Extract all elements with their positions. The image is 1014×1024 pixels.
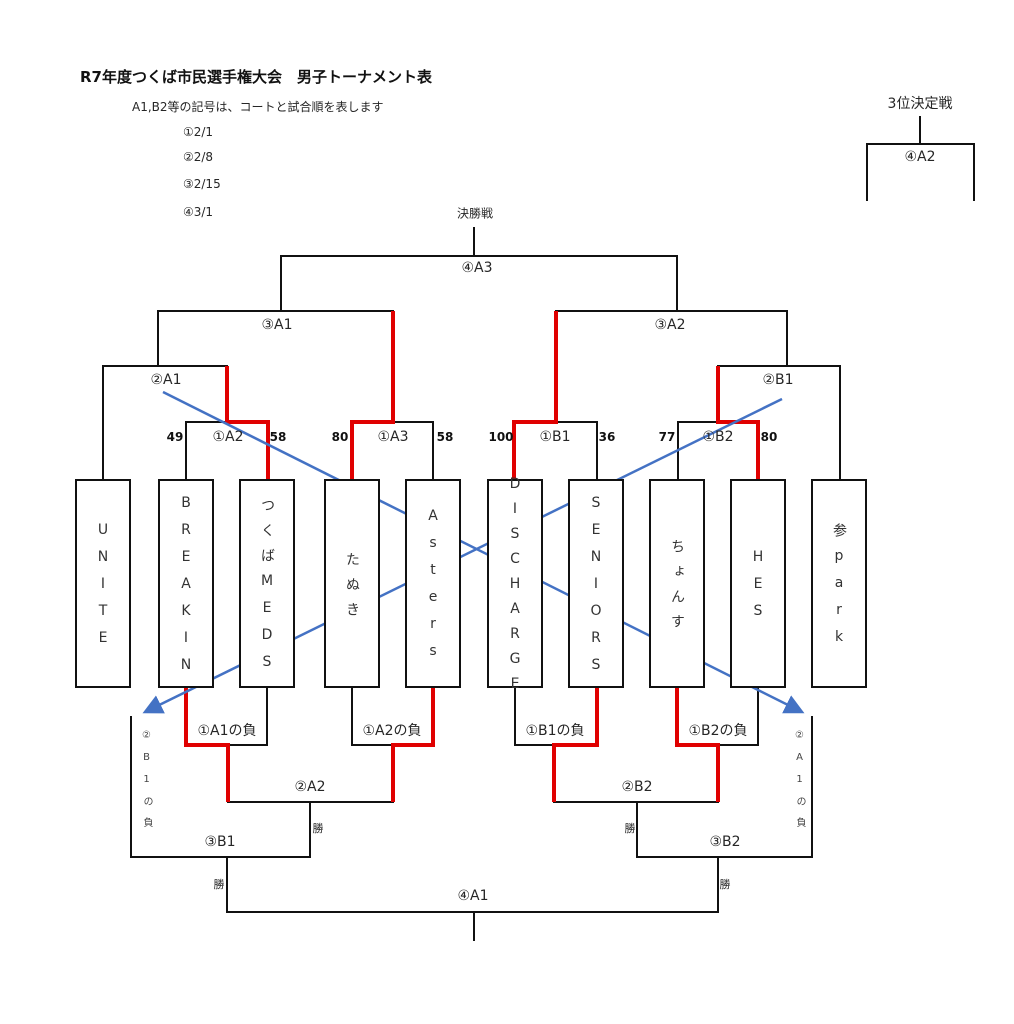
team-box: BREAKIN bbox=[158, 479, 214, 688]
third-place-heading: 3位決定戦 bbox=[887, 96, 953, 112]
schedule-round-4: ④3/1 bbox=[183, 205, 214, 219]
final-match-label: ④A3 bbox=[461, 260, 493, 276]
score: 80 bbox=[760, 430, 778, 444]
consolation-second-round-label: ②A2 bbox=[294, 779, 326, 795]
side-entry-text: ②B1の負 bbox=[141, 730, 152, 838]
second-round-label: ②A1 bbox=[150, 372, 182, 388]
first-round-label: ①B1 bbox=[539, 429, 571, 445]
winner-path-line bbox=[391, 688, 435, 802]
side-entry-label: ②B1の負 bbox=[139, 719, 154, 842]
winner-path-line bbox=[716, 366, 760, 480]
team-box: 参park bbox=[811, 479, 867, 688]
match-code-note: A1,B2等の記号は、コートと試合順を表します bbox=[132, 100, 384, 114]
third-place-match-label: ④A2 bbox=[904, 149, 936, 165]
team-name: BREAKIN bbox=[178, 494, 194, 684]
loser-label: ①A2の負 bbox=[362, 723, 422, 739]
winner-path-line bbox=[184, 688, 230, 802]
team-name: Asters bbox=[425, 508, 441, 670]
team-name: ちょんす bbox=[669, 539, 685, 639]
team-name: つくばMEDS bbox=[259, 497, 275, 681]
team-box: Asters bbox=[405, 479, 461, 688]
winner-path-line bbox=[225, 366, 270, 480]
score: 100 bbox=[488, 430, 514, 444]
final-heading: 決勝戦 bbox=[456, 206, 494, 221]
score: 36 bbox=[598, 430, 616, 444]
side-entry-text: ②A1の負 bbox=[794, 730, 805, 838]
score: 80 bbox=[331, 430, 349, 444]
team-name: たぬき bbox=[344, 551, 360, 627]
team-box: SENIORS bbox=[568, 479, 624, 688]
team-box: HES bbox=[730, 479, 786, 688]
semifinal-label: ③A1 bbox=[261, 317, 293, 333]
side-entry-label: ②A1の負 bbox=[792, 719, 807, 842]
team-box: ちょんす bbox=[649, 479, 705, 688]
team-name: SENIORS bbox=[588, 494, 604, 684]
consolation-second-round-label: ②B2 bbox=[621, 779, 653, 795]
consolation-third-round-label: ③B2 bbox=[709, 834, 741, 850]
first-round-label: ①A2 bbox=[212, 429, 244, 445]
first-round-label: ①B2 bbox=[702, 429, 734, 445]
team-name: HES bbox=[750, 548, 766, 630]
loser-label: ①B1の負 bbox=[525, 723, 585, 739]
team-name: DISCHARGE bbox=[507, 475, 523, 701]
score: 58 bbox=[269, 430, 287, 444]
team-box: UNITE bbox=[75, 479, 131, 688]
winner-mark: 勝 bbox=[213, 878, 225, 891]
first-round-label: ①A3 bbox=[377, 429, 409, 445]
score: 49 bbox=[166, 430, 184, 444]
winner-path-line bbox=[350, 311, 395, 480]
winner-mark: 勝 bbox=[312, 822, 324, 835]
team-name: UNITE bbox=[95, 521, 111, 657]
winner-path-line bbox=[552, 688, 599, 802]
loser-label: ①A1の負 bbox=[197, 723, 257, 739]
team-box: DISCHARGE bbox=[487, 476, 543, 701]
second-round-label: ②B1 bbox=[762, 372, 794, 388]
score: 77 bbox=[658, 430, 676, 444]
winner-path-line bbox=[512, 311, 558, 480]
consolation-third-round-label: ③B1 bbox=[204, 834, 236, 850]
schedule-round-2: ②2/8 bbox=[183, 150, 214, 164]
schedule-round-3: ③2/15 bbox=[183, 177, 221, 191]
team-box: たぬき bbox=[324, 479, 380, 688]
team-box: つくばMEDS bbox=[239, 479, 295, 688]
page-title: R7年度つくば市民選手権大会 男子トーナメント表 bbox=[80, 68, 432, 86]
winner-mark: 勝 bbox=[624, 822, 636, 835]
winner-mark: 勝 bbox=[719, 878, 731, 891]
score: 58 bbox=[436, 430, 454, 444]
loser-label: ①B2の負 bbox=[688, 723, 748, 739]
team-name: 参park bbox=[831, 522, 847, 656]
winner-path-line bbox=[675, 688, 720, 802]
schedule-round-1: ①2/1 bbox=[183, 125, 214, 139]
bracket-lines bbox=[102, 116, 975, 941]
semifinal-label: ③A2 bbox=[654, 317, 686, 333]
consolation-final-label: ④A1 bbox=[457, 888, 489, 904]
